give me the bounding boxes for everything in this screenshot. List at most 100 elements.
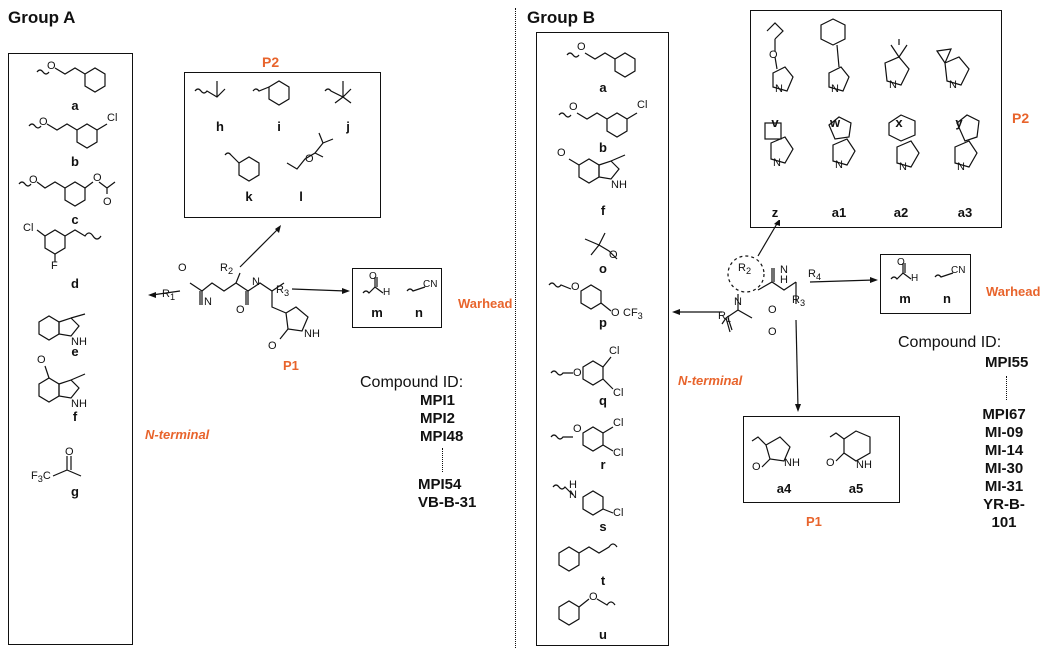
atom-o: O [611,307,620,319]
atom-n: N [889,79,897,91]
label-a: a [599,80,607,95]
atom-n: N [780,264,788,276]
group-b-p2-box: O N N N N N N N N v w x y z a1 a2 a3 [750,10,1002,228]
compound-id: MI-31 [984,478,1024,495]
atom-nh: NH [71,398,87,410]
label-n: n [415,305,423,320]
label-r: r [600,457,606,472]
atom-o: O [768,326,777,338]
group-a-p2-box: O h i j k l [184,72,381,218]
atom-o: O [37,354,46,366]
atom-o: O [93,172,102,184]
atom-cn: CN [951,265,966,276]
atom-n: N [835,159,843,171]
atom-n: N [569,489,577,501]
group-b-p1-structures [751,430,871,468]
group-a-p2-title: P2 [262,54,280,70]
group-a-title: Group A [8,8,76,27]
compound-id: MI-30 [984,460,1024,477]
compound-id: MI-14 [984,442,1024,459]
label-d: d [71,276,79,291]
atom-n: N [949,79,957,91]
label-k: k [245,189,253,204]
atom-o: O [47,60,56,72]
group-divider [515,8,516,648]
label-b: b [599,140,607,155]
atom-o: O [103,196,112,208]
r3-label: R3 [792,294,806,309]
atom-n: N [773,157,781,169]
group-a-p2-structures [194,80,352,182]
label-a3: a3 [957,205,973,220]
group-a-nterminal-structures [18,67,116,477]
label-h: h [216,119,224,134]
label-p: p [599,315,607,330]
f3c-group: F3C [31,470,51,485]
group-a-core-scaffold [148,225,350,340]
group-a-nterminal-caption: N-terminal [145,427,210,442]
group-b-warhead-caption: Warhead [986,284,1041,299]
group-b-compound-ids-top: MPI55 [985,354,1028,372]
group-b-warhead-structures [890,263,954,280]
label-f: f [72,409,78,424]
atom-nh: N [252,276,260,288]
group-a-nterminal-box: O O Cl O O O Cl F NH O NH O F3C a b c d … [8,53,133,645]
compound-id: YR-B-101 [983,496,1025,531]
atom-o: O [557,147,566,159]
atom-o: O [65,446,74,458]
group-a-p1-title: P1 [283,358,299,373]
label-f: f [600,203,606,218]
atom-cl: Cl [613,387,624,399]
group-a-warhead-box: O H CN m n [352,268,442,328]
label-e: e [71,344,79,359]
label-b: b [71,154,79,169]
group-b-compound-title: Compound ID: [898,334,1002,351]
atom-o: O [571,281,580,293]
label-z: z [771,205,779,220]
atom-n: N [899,161,907,173]
atom-o: O [369,271,377,282]
group-b-p1-title: P1 [806,514,822,529]
atom-o: O [826,457,835,469]
label-a5: a5 [848,481,864,496]
compound-id: MI-09 [984,424,1024,441]
compound-id: MPI55 [985,354,1029,371]
group-b-core-scaffold [672,220,878,412]
group-b-nterminal-box: O O Cl O NH O O O CF3 O Cl Cl O Cl Cl H … [536,32,669,646]
label-c: c [71,212,79,227]
atom-o: O [573,423,582,435]
label-m: m [899,291,911,306]
label-s: s [599,519,607,534]
atom-o: O [577,41,586,53]
atom-h: H [911,273,919,284]
atom-nh: N [204,296,212,308]
atom-o: O [573,367,582,379]
group-b-title: Group B [527,8,595,27]
atom-o: O [39,116,48,128]
label-v: v [771,115,779,130]
compound-id: MPI1 [420,392,456,409]
label-o: o [599,261,607,276]
atom-cn: CN [423,279,438,290]
atom-o: O [768,304,777,316]
atom-cl: Cl [107,112,118,124]
r1-label: R1 [162,288,176,303]
atom-o: O [569,101,578,113]
group-a-compound-title: Compound ID: [360,374,464,391]
atom-cl: Cl [609,345,620,357]
atom-f: F [51,260,58,272]
r3-label: R3 [276,284,290,299]
label-a4: a4 [776,481,792,496]
r2-label: R2 [220,262,234,277]
group-b-compound-ids-bottom: MPI67 MI-09 MI-14 MI-30 MI-31 YR-B-101 [974,406,1034,532]
label-i: i [277,119,281,134]
group-a-compound-ids-top: MPI1 MPI2 MPI48 [420,392,463,446]
atom-cl: Cl [23,222,34,234]
atom-cl: Cl [613,417,624,429]
ellipsis-dots [1006,376,1007,400]
atom-o: O [609,249,618,261]
atom-h: H [383,287,391,298]
compound-id: VB-B-31 [418,494,477,511]
label-y: y [955,115,963,130]
label-m: m [371,305,383,320]
